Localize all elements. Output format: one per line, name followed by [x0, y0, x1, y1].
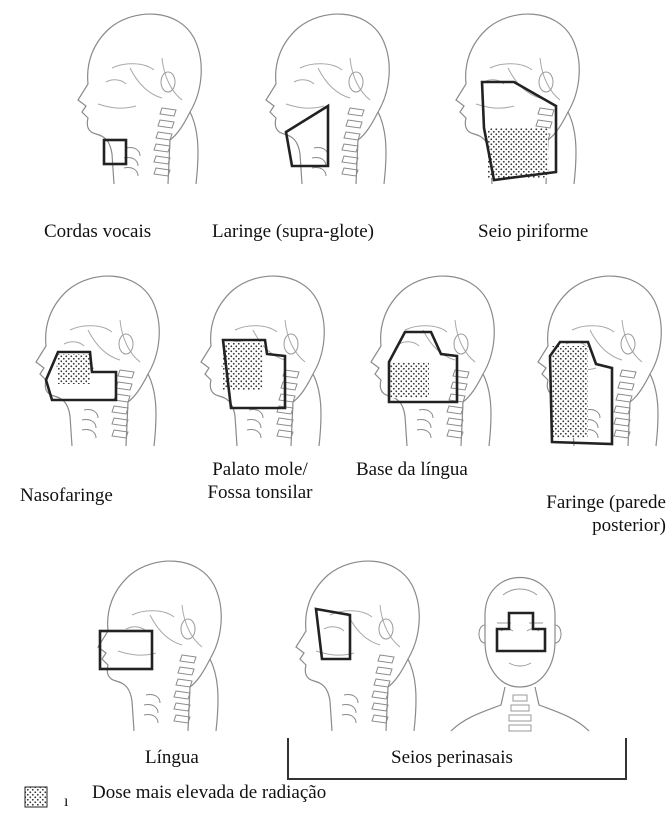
dose-zone-seio-piriforme: [488, 128, 548, 178]
figure-cordas-vocais: [52, 8, 202, 198]
label-seios-perinasais: Seios perinasais: [391, 746, 513, 769]
label-palato-line2: Fossa tonsilar: [195, 481, 325, 504]
head-profile-sketch-icon: [430, 8, 580, 198]
label-base-lingua: Base da língua: [356, 458, 468, 481]
dose-zone-faringe: [552, 346, 588, 438]
field-laringe: [286, 106, 328, 166]
dose-zone-base-lingua: [389, 362, 429, 398]
label-seio-piriforme: Seio piriforme: [478, 220, 588, 243]
figure-faringe: [512, 270, 662, 460]
dose-zone-nasofaringe: [58, 354, 90, 384]
field-cordas-vocais: [104, 140, 126, 164]
figure-palato-mole: [175, 270, 325, 460]
label-palato-line1: Palato mole/: [200, 458, 320, 481]
head-front-sketch-icon: [445, 555, 595, 745]
label-nasofaringe: Nasofaringe: [20, 484, 113, 507]
figure-seios-frontal: [445, 555, 595, 745]
head-profile-sketch-icon: [512, 270, 662, 460]
legend-swatch: [24, 786, 48, 813]
legend-marker: ı: [64, 790, 68, 813]
dotted-hatch-icon: [24, 786, 48, 808]
label-faringe-line1: Faringe (parede: [520, 491, 666, 514]
label-laringe: Laringe (supra-glote): [212, 220, 374, 243]
head-profile-sketch-icon: [345, 270, 495, 460]
figure-nasofaringe: [10, 270, 160, 460]
head-profile-sketch-icon: [270, 555, 420, 745]
label-faringe-line2: posterior): [520, 514, 666, 537]
legend-text: Dose mais elevada de radiação: [92, 781, 326, 804]
figure-lingua: [72, 555, 222, 745]
head-profile-sketch-icon: [240, 8, 390, 198]
field-seios-frontal: [497, 613, 545, 651]
head-profile-sketch-icon: [52, 8, 202, 198]
label-lingua: Língua: [145, 746, 199, 769]
figure-base-lingua: [345, 270, 495, 460]
figure-seio-piriforme: [430, 8, 580, 198]
field-seios-lateral: [316, 609, 350, 659]
label-cordas-vocais: Cordas vocais: [44, 220, 151, 243]
figure-seios-lateral: [270, 555, 420, 745]
head-profile-sketch-icon: [175, 270, 325, 460]
figure-laringe: [240, 8, 390, 198]
head-profile-sketch-icon: [72, 555, 222, 745]
field-lingua: [100, 631, 152, 669]
head-profile-sketch-icon: [10, 270, 160, 460]
